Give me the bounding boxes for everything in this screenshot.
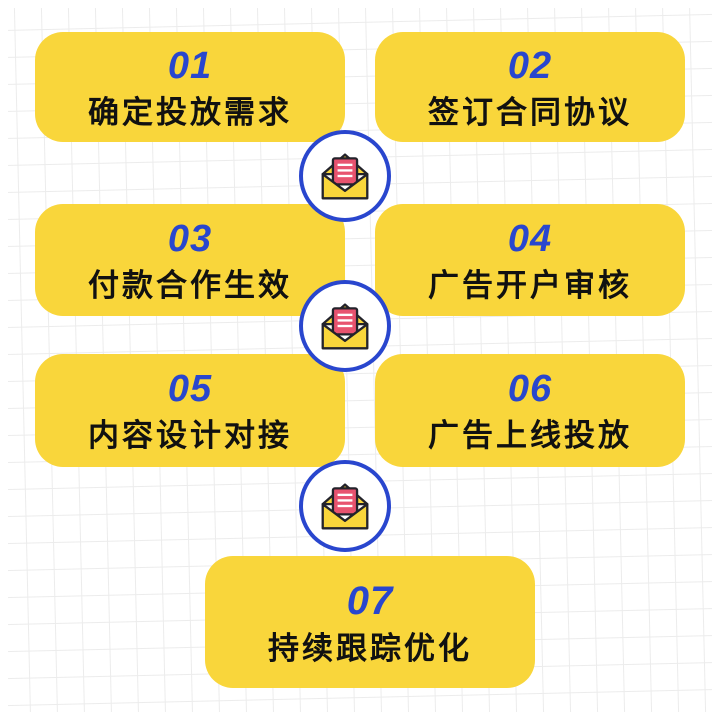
connector-badge-2 <box>299 280 391 372</box>
step-label: 付款合作生效 <box>88 267 292 303</box>
step-number: 04 <box>507 217 553 260</box>
connector-badge-1 <box>299 130 391 222</box>
step-card-3: 03 付款合作生效 <box>35 204 345 316</box>
step-label: 持续跟踪优化 <box>268 630 472 666</box>
step-card-4: 04 广告开户审核 <box>375 204 685 316</box>
envelope-icon <box>321 303 369 350</box>
step-label: 签订合同协议 <box>428 94 632 130</box>
step-label: 内容设计对接 <box>88 418 292 453</box>
step-label: 确定投放需求 <box>88 94 292 130</box>
step-card-2: 02 签订合同协议 <box>375 32 685 142</box>
step-number: 07 <box>346 578 394 623</box>
envelope-icon <box>321 153 369 200</box>
step-number: 01 <box>167 44 213 87</box>
step-card-7: 07 持续跟踪优化 <box>205 556 535 688</box>
envelope-icon <box>321 483 369 530</box>
step-card-5: 05 内容设计对接 <box>35 354 345 467</box>
step-label: 广告上线投放 <box>428 418 632 453</box>
step-number: 02 <box>507 44 553 87</box>
step-card-6: 06 广告上线投放 <box>375 354 685 467</box>
step-card-1: 01 确定投放需求 <box>35 32 345 142</box>
step-label: 广告开户审核 <box>428 267 632 303</box>
step-number: 06 <box>507 368 553 410</box>
step-number: 05 <box>167 368 213 410</box>
connector-badge-3 <box>299 460 391 552</box>
step-number: 03 <box>167 217 213 260</box>
